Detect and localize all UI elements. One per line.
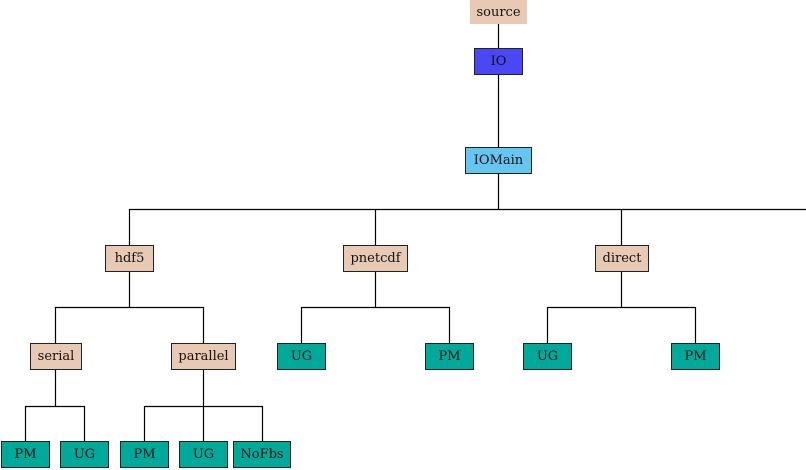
node-serial: serial	[30, 343, 82, 370]
node-direct: direct	[595, 245, 649, 272]
node-io: IO	[474, 48, 523, 75]
node-iomain: IOMain	[465, 147, 532, 174]
node-serial-pm: PM	[1, 441, 50, 468]
node-hdf5: hdf5	[105, 245, 154, 272]
node-direct-pm: PM	[671, 343, 720, 370]
node-source: source	[470, 0, 527, 24]
node-parallel: parallel	[171, 343, 236, 370]
node-parallel-ug: UG	[179, 441, 228, 468]
node-serial-ug: UG	[60, 441, 109, 468]
node-parallel-nofbs: NoFbs	[233, 441, 291, 468]
node-direct-ug: UG	[523, 343, 572, 370]
node-parallel-pm: PM	[120, 441, 169, 468]
node-pnetcdf-pm: PM	[425, 343, 474, 370]
node-pnetcdf-ug: UG	[277, 343, 326, 370]
node-pnetcdf: pnetcdf	[343, 245, 408, 272]
